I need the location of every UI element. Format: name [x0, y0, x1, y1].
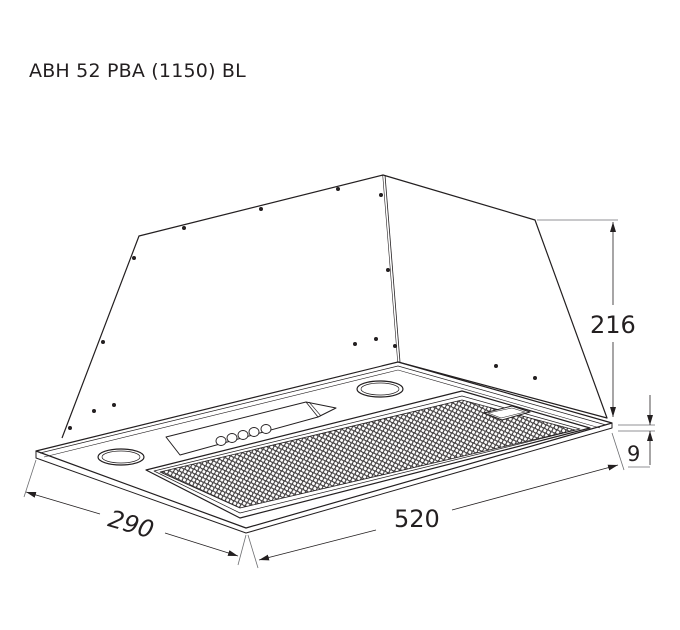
dimension-lines — [23, 219, 655, 569]
dim-290-line-a — [25, 491, 101, 515]
dim-label-thickness: 9 — [627, 442, 640, 466]
dim-label-depth: 290 — [105, 505, 157, 545]
light-strip — [483, 405, 531, 421]
dim-label-height: 216 — [590, 311, 636, 339]
filter-frame — [145, 390, 591, 519]
dim-290-line-b — [164, 532, 239, 557]
grease-filter-mesh — [159, 399, 576, 509]
dim-label-width: 520 — [394, 505, 440, 533]
dim-520-line-a — [258, 529, 377, 561]
dim-520-line-b — [451, 464, 619, 511]
dimension-labels: 216 9 290 520 — [105, 311, 640, 544]
lamp-right — [356, 380, 404, 398]
hood-body — [35, 174, 613, 534]
model-title: ABH 52 PBA (1150) BL — [29, 60, 246, 82]
control-buttons — [215, 424, 272, 446]
screw-holes — [68, 187, 537, 430]
lamp-left — [97, 448, 145, 466]
side-panel — [382, 174, 608, 419]
